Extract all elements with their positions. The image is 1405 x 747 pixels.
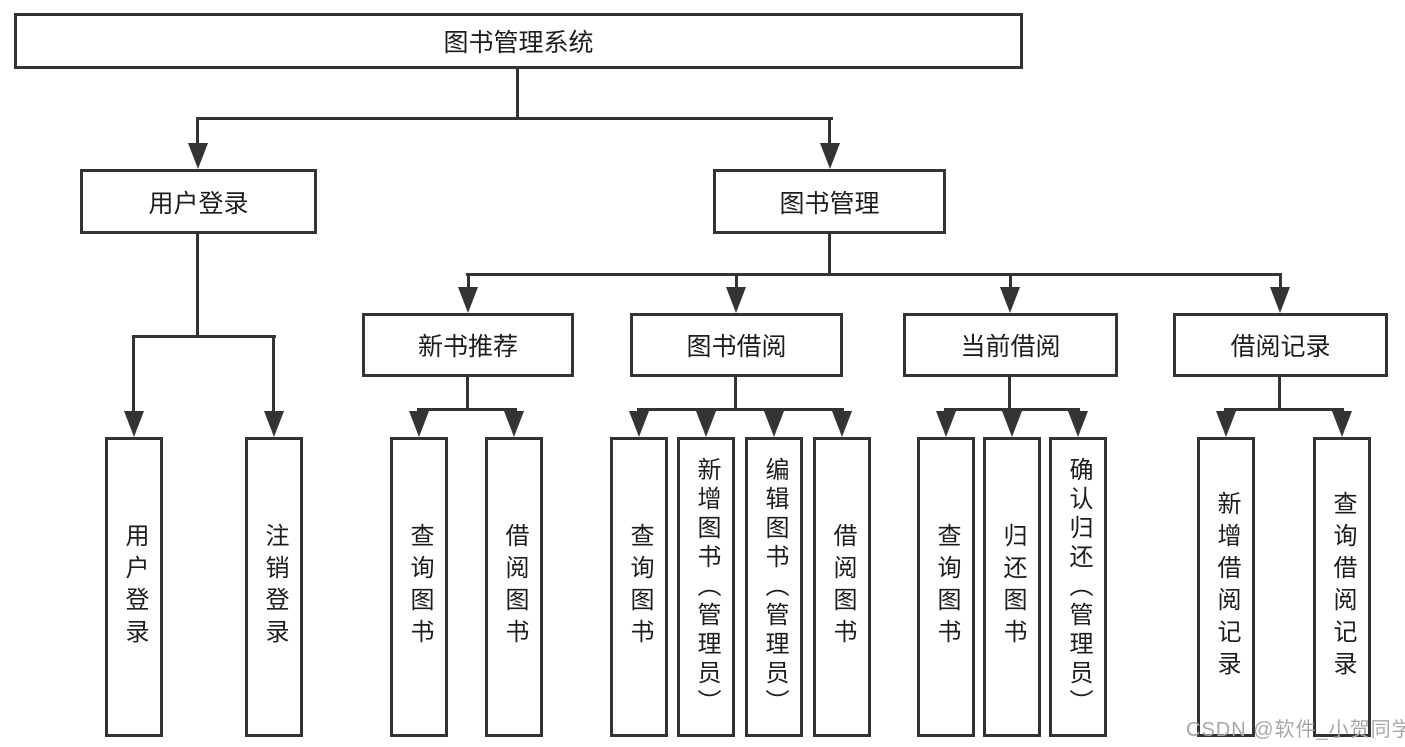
node-label: 注销登录 bbox=[261, 523, 288, 651]
node-label: 编辑图书（管理员） bbox=[761, 456, 788, 718]
connector-line bbox=[944, 408, 1080, 411]
leaf-query-borrow-record: 查询借阅记录 bbox=[1313, 437, 1371, 737]
connector-line bbox=[734, 377, 737, 410]
node-borrowing-records: 借阅记录 bbox=[1173, 313, 1388, 377]
connector-line bbox=[735, 273, 738, 289]
leaf-borrow-books-borrowing: 借阅图书 bbox=[813, 437, 871, 737]
connector-line bbox=[132, 335, 276, 338]
leaf-borrow-books-new-book: 借阅图书 bbox=[485, 437, 543, 737]
arrow-down-icon bbox=[726, 287, 746, 313]
connector-line bbox=[196, 233, 199, 337]
connector-line bbox=[417, 408, 517, 411]
connector-line bbox=[466, 273, 1282, 276]
node-label: 借阅图书 bbox=[829, 523, 856, 651]
leaf-logout: 注销登录 bbox=[245, 437, 303, 737]
connector-line bbox=[1224, 408, 1344, 411]
arrow-down-icon bbox=[764, 411, 784, 437]
arrow-down-icon bbox=[264, 411, 284, 437]
arrow-down-icon bbox=[1000, 287, 1020, 313]
arrow-down-icon bbox=[504, 411, 524, 437]
leaf-confirm-return-admin: 确认归还（管理员） bbox=[1049, 437, 1107, 737]
node-label: 新书推荐 bbox=[417, 333, 518, 361]
node-label: 查询图书 bbox=[626, 523, 653, 651]
node-new-book-recommendation: 新书推荐 bbox=[362, 313, 574, 377]
arrow-down-icon bbox=[629, 411, 649, 437]
node-current-borrowing: 当前借阅 bbox=[903, 313, 1118, 377]
connector-line bbox=[828, 233, 831, 276]
node-label: 确认归还（管理员） bbox=[1065, 456, 1092, 718]
leaf-edit-books-admin: 编辑图书（管理员） bbox=[745, 437, 803, 737]
node-user-login: 用户登录 bbox=[80, 169, 317, 234]
node-label: 查询图书 bbox=[933, 523, 960, 651]
node-label: 查询借阅记录 bbox=[1329, 491, 1356, 683]
arrow-down-icon bbox=[409, 411, 429, 437]
arrow-down-icon bbox=[832, 411, 852, 437]
connector-line bbox=[1008, 377, 1011, 410]
connector-line bbox=[1009, 273, 1012, 289]
leaf-add-borrow-record: 新增借阅记录 bbox=[1197, 437, 1255, 737]
arrow-down-icon bbox=[696, 411, 716, 437]
arrow-down-icon bbox=[458, 287, 478, 313]
node-label: 查询图书 bbox=[406, 523, 433, 651]
arrow-down-icon bbox=[936, 411, 956, 437]
connector-line bbox=[1279, 273, 1282, 289]
node-label: 借阅记录 bbox=[1230, 333, 1331, 361]
connector-line bbox=[196, 117, 199, 146]
node-library-management-system: 图书管理系统 bbox=[14, 13, 1023, 69]
arrow-down-icon bbox=[1216, 411, 1236, 437]
leaf-query-books-current: 查询图书 bbox=[917, 437, 975, 737]
arrow-down-icon bbox=[124, 411, 144, 437]
node-book-management: 图书管理 bbox=[713, 169, 946, 234]
node-label: 新增图书（管理员） bbox=[693, 456, 720, 718]
leaf-query-books-borrowing: 查询图书 bbox=[610, 437, 668, 737]
node-label: 图书借阅 bbox=[686, 333, 787, 361]
node-book-borrowing: 图书借阅 bbox=[630, 313, 843, 377]
node-label: 图书管理 bbox=[779, 189, 880, 218]
connector-line bbox=[197, 117, 833, 120]
connector-line bbox=[132, 335, 135, 413]
node-label: 图书管理系统 bbox=[443, 29, 594, 57]
leaf-query-books-new-book: 查询图书 bbox=[390, 437, 448, 737]
arrow-down-icon bbox=[1002, 411, 1022, 437]
arrow-down-icon bbox=[1270, 287, 1290, 313]
connector-line bbox=[828, 117, 831, 146]
node-label: 新增借阅记录 bbox=[1213, 491, 1240, 683]
connector-line bbox=[466, 377, 469, 410]
arrow-down-icon bbox=[1332, 411, 1352, 437]
arrow-down-icon bbox=[820, 143, 840, 169]
connector-line bbox=[637, 408, 844, 411]
leaf-user-login: 用户登录 bbox=[105, 437, 163, 737]
node-label: 归还图书 bbox=[999, 523, 1026, 651]
node-label: 借阅图书 bbox=[501, 523, 528, 651]
arrow-down-icon bbox=[1068, 411, 1088, 437]
node-label: 当前借阅 bbox=[960, 333, 1061, 361]
watermark: CSDN @软件_小贺同学 bbox=[1186, 719, 1405, 741]
node-label: 用户登录 bbox=[148, 189, 249, 218]
connector-line bbox=[467, 273, 470, 289]
leaf-add-books-admin: 新增图书（管理员） bbox=[677, 437, 735, 737]
node-label: 用户登录 bbox=[121, 523, 148, 651]
arrow-down-icon bbox=[188, 143, 208, 169]
connector-line bbox=[272, 335, 275, 413]
leaf-return-books: 归还图书 bbox=[983, 437, 1041, 737]
connector-line bbox=[516, 69, 519, 118]
connector-line bbox=[1278, 377, 1281, 410]
